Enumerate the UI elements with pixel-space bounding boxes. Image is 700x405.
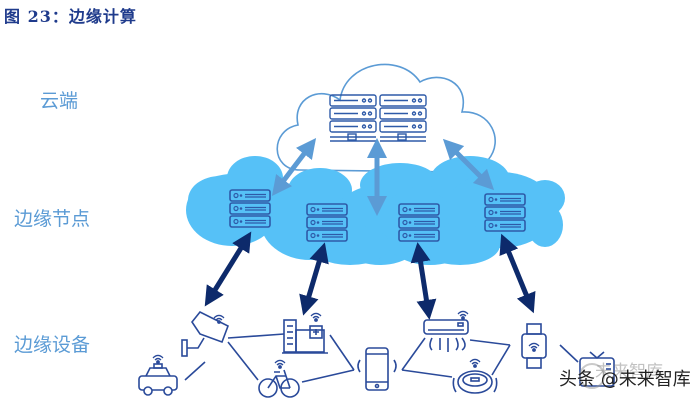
edge-device-arrow-4 <box>499 233 536 314</box>
smartwatch-icon <box>521 323 547 369</box>
edge-device-arrow-2 <box>299 242 329 316</box>
watermark-logo-icon <box>579 363 605 389</box>
figure-title: 图 23：边缘计算 <box>4 7 137 26</box>
edge-device-layer-label: 边缘设备 <box>14 334 91 356</box>
robot-vacuum-icon <box>452 358 498 394</box>
watermark-overlay-text: 未来智库 <box>595 362 663 382</box>
hospital-icon <box>282 312 328 354</box>
air-conditioner-icon <box>423 310 469 352</box>
edge-device-arrow-3 <box>410 242 437 320</box>
bicycle-icon <box>258 359 300 398</box>
watermark-text: 头条 @未来智库 <box>559 369 691 390</box>
device-network-links <box>184 333 579 383</box>
cloud-edge-arrow-1 <box>271 138 317 196</box>
smartphone-icon <box>357 347 397 391</box>
security-camera-icon <box>181 310 230 357</box>
edge-node-layer-label: 边缘节点 <box>14 208 91 230</box>
cloud-edge-arrow-3 <box>442 138 495 191</box>
edge-device-arrow-1 <box>204 231 252 307</box>
taxi-icon <box>138 354 178 396</box>
cloud-layer-label: 云端 <box>40 90 79 112</box>
